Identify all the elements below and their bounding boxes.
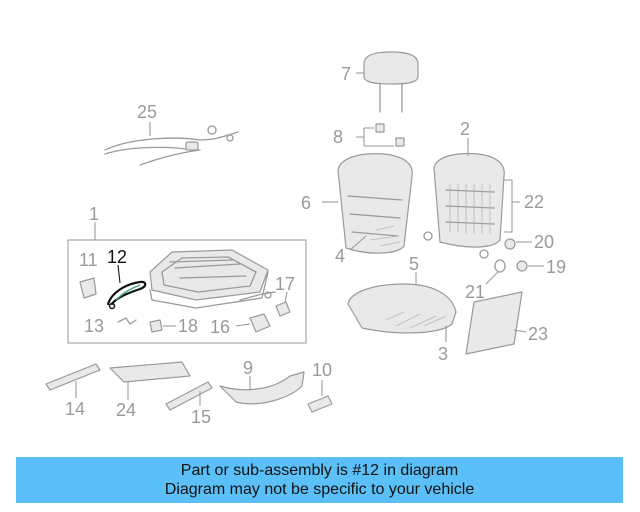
part-20-nut bbox=[504, 238, 532, 250]
callout-13: 13 bbox=[84, 316, 104, 336]
part-9-side-cover bbox=[219, 371, 305, 405]
part-16-cover bbox=[235, 313, 271, 333]
callout-12: 12 bbox=[107, 247, 127, 267]
part-17-knob bbox=[275, 291, 291, 317]
part-10-handle bbox=[307, 380, 333, 413]
part-19-nut bbox=[516, 260, 544, 272]
parts-diagram: 25 1 11 12 13 18 16 bbox=[45, 51, 566, 427]
part-11-bracket bbox=[79, 277, 97, 299]
part-18-clip bbox=[149, 319, 176, 333]
info-banner: Part or sub-assembly is #12 in diagram D… bbox=[16, 457, 623, 503]
part-15-trim bbox=[165, 381, 213, 411]
part-12-wire-harness bbox=[106, 264, 147, 310]
part-7-headrest bbox=[356, 51, 419, 113]
callout-1: 1 bbox=[89, 204, 99, 224]
callout-20: 20 bbox=[534, 232, 554, 252]
callout-14: 14 bbox=[65, 399, 85, 419]
part-22-seatback-frame bbox=[423, 138, 520, 259]
callout-7: 7 bbox=[341, 64, 351, 84]
assembly-1-frame bbox=[67, 239, 307, 344]
part-6-seatback-cover bbox=[322, 153, 413, 254]
callout-21: 21 bbox=[465, 282, 485, 302]
callout-15: 15 bbox=[191, 407, 211, 427]
part-14-trim bbox=[45, 363, 101, 398]
callout-17: 17 bbox=[275, 274, 295, 294]
banner-line-2: Diagram may not be specific to your vehi… bbox=[164, 481, 475, 498]
part-5-seat-cushion bbox=[347, 272, 457, 342]
callout-19: 19 bbox=[546, 257, 566, 277]
part-13-clip bbox=[117, 317, 137, 325]
part-8-guides bbox=[356, 123, 405, 147]
callout-24: 24 bbox=[116, 400, 136, 420]
part-24-panel bbox=[109, 361, 191, 400]
callout-5: 5 bbox=[409, 254, 419, 274]
callout-18: 18 bbox=[178, 316, 198, 336]
callout-6: 6 bbox=[301, 193, 311, 213]
callout-11: 11 bbox=[79, 250, 98, 270]
callout-3: 3 bbox=[438, 344, 448, 364]
banner-line-1: Part or sub-assembly is #12 in diagram bbox=[180, 462, 459, 479]
callout-25: 25 bbox=[137, 102, 157, 122]
callout-22: 22 bbox=[524, 192, 544, 212]
callout-10: 10 bbox=[312, 360, 332, 380]
callout-8: 8 bbox=[333, 127, 343, 147]
callout-4: 4 bbox=[335, 246, 345, 266]
callout-9: 9 bbox=[243, 358, 253, 378]
callout-2: 2 bbox=[460, 119, 470, 139]
part-21-clip bbox=[485, 259, 506, 285]
part-25-harness bbox=[104, 122, 239, 166]
callout-23: 23 bbox=[528, 324, 548, 344]
part-23-panel bbox=[465, 291, 527, 355]
callout-16: 16 bbox=[210, 317, 230, 337]
seat-cushion-frame bbox=[149, 249, 276, 309]
